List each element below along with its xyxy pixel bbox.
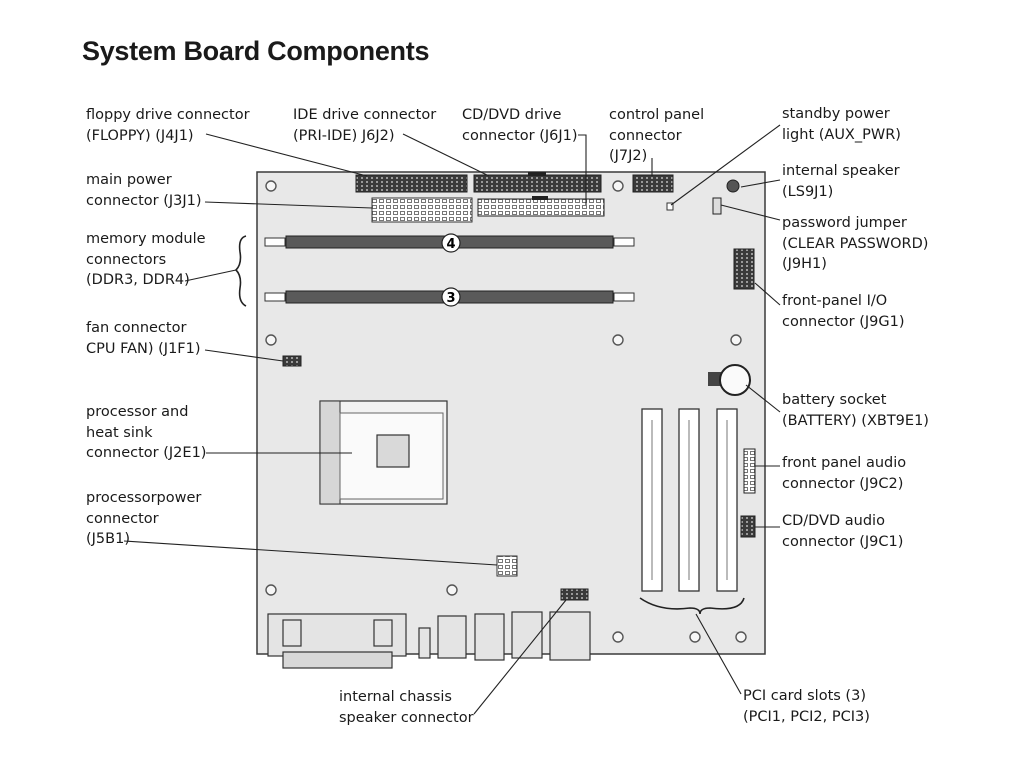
processor-power-connector [496,555,518,577]
label-memory-module-connectors: memory module connectors (DDR3, DDR4) [86,231,206,288]
dimm-slot-number: 3 [446,291,455,306]
rear-io-ports [267,611,591,669]
chassis-speaker-connector [560,588,589,601]
label-cddvd-audio-connector: CD/DVD audio connector (J9C1) [782,513,904,550]
label-ide-drive-connector: IDE drive connector (PRI-IDE) J6J2) [293,107,437,144]
label-front-panel-audio-connector: front panel audio connector (J9C2) [782,455,907,492]
pci-brace [639,597,745,615]
cddvd-audio-connector [740,515,756,538]
label-main-power-connector: main power connector (J3J1) [86,172,202,209]
label-front-panel-io-connector: front-panel I/O connector (J9G1) [782,293,905,330]
label-fan-connector: fan connector CPU FAN) (J1F1) [86,320,201,357]
label-standby-power-light: standby power light (AUX_PWR) [782,106,901,143]
label-pci-card-slots: PCI card slots (3) (PCI1, PCI2, PCI3) [743,688,870,725]
dimm-slot-3: 3 [264,287,635,307]
front-panel-audio-connector [743,448,756,494]
front-panel-io-connector [733,248,755,290]
pci-slots [641,408,738,592]
label-control-panel-connector: control panel connector (J7J2) [609,107,705,164]
label-internal-chassis-speaker-connector: internal chassis speaker connector [339,689,474,726]
dimm-slot-4: 4 [264,233,635,253]
internal-speaker [726,179,740,193]
ide-connector [473,174,602,193]
label-cddvd-drive-connector: CD/DVD drive connector (J6J1) [462,107,578,144]
mounting-holes [265,180,747,643]
page-title: System Board Components [82,36,430,66]
cpu-fan-connector [282,355,302,367]
label-processor-heatsink-connector: processor and heat sink connector (J2E1) [86,404,207,461]
cddvd-drive-connector [477,198,605,217]
label-internal-speaker: internal speaker (LS9J1) [782,163,900,200]
label-password-jumper: password jumper (CLEAR PASSWORD) (J9H1) [782,215,929,272]
main-power-connector [371,197,473,223]
dimm-slot-number: 4 [446,237,455,252]
leader-lines [123,124,781,715]
memory-brace [234,235,247,307]
control-panel-connector [632,174,674,193]
label-battery-socket: battery socket (BATTERY) (XBT9E1) [782,392,929,429]
standby-power-led [666,202,674,211]
battery-socket [708,364,751,396]
floppy-connector [355,174,468,193]
label-floppy-connector: floppy drive connector (FLOPPY) (J4J1) [86,107,250,144]
label-processor-power-connector: processorpower connector (J5B1) [86,490,202,547]
password-jumper [712,197,722,215]
